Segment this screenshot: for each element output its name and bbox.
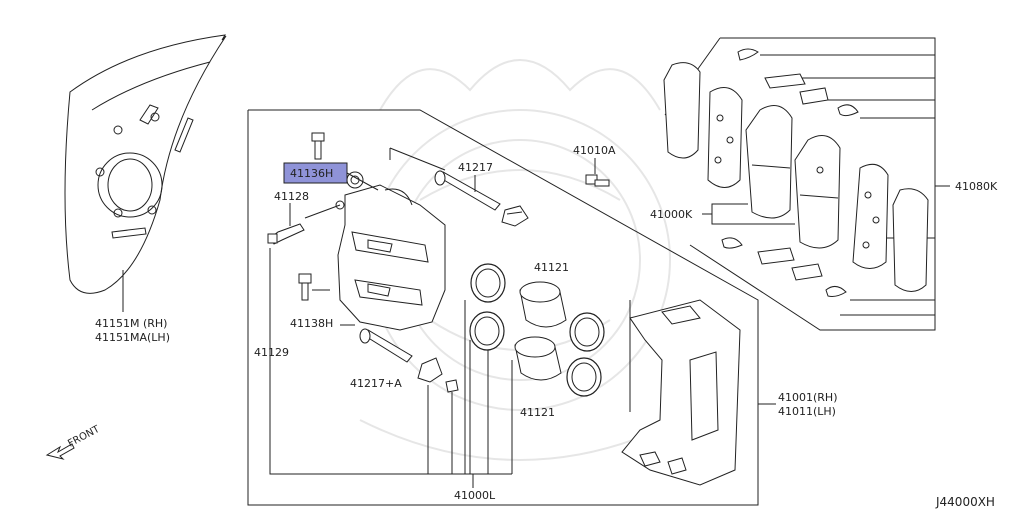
pad-retainer-top[interactable] [764,73,829,105]
caliper-body[interactable] [335,171,446,331]
guide-pin-upper[interactable] [434,170,529,227]
brake-pad-left[interactable] [745,105,793,219]
anti-rattle-clip-2[interactable] [837,104,859,117]
anti-rattle-clip-4[interactable] [825,286,847,297]
seal-ring-3[interactable] [569,312,605,352]
label-shield-lh: 41151MA(LH) [95,331,170,344]
pad-shim-outer-left[interactable] [663,62,701,159]
pad-shim-outer-right[interactable] [892,188,929,292]
label-pin-bolt: 41010A [573,144,616,157]
bolt-41136h[interactable] [311,132,325,160]
label-boot-group: 41129 [254,346,289,359]
anti-rattle-clip-1[interactable] [737,48,759,61]
piston-upper[interactable] [519,281,567,328]
label-caliper-rh: 41001(RH) [778,391,838,404]
label-pin-lower: 41217+A [350,377,402,390]
label-pad-set: 41000K [650,208,693,221]
pin-bolt-41010a[interactable] [585,174,610,187]
label-front: FRONT [66,423,102,449]
brake-pad-right[interactable] [794,135,841,249]
front-arrow-icon [45,443,75,460]
seal-ring-2[interactable] [469,311,505,351]
label-caliper-lh: 41011(LH) [778,405,836,418]
pad-retainer-bottom[interactable] [757,247,823,281]
bolt-41138h[interactable] [298,273,312,301]
caliper-bracket[interactable] [621,299,741,486]
pad-shim-inner-right[interactable] [852,163,889,269]
pad-kit-frame [689,37,936,331]
label-seal-kit: 41000L [454,489,496,502]
label-bleeder: 41128 [274,190,309,203]
splash-shield[interactable] [64,34,227,294]
bleeder-screw[interactable] [267,223,305,245]
piston-lower[interactable] [514,336,562,381]
seal-ring-1[interactable] [470,263,506,303]
assembly-frame [247,109,759,506]
label-pad-kit: 41080K [955,180,998,193]
label-pistons-bottom: 41121 [520,406,555,419]
label-pistons-top: 41121 [534,261,569,274]
pad-shim-inner-left[interactable] [707,87,743,188]
seal-ring-4[interactable] [566,357,602,397]
diagram-id: J44000XH [935,495,995,509]
guide-pin-lower[interactable] [359,328,459,393]
label-bolt-lower: 41138H [290,317,333,330]
anti-rattle-clip-3[interactable] [721,237,743,249]
label-pin-upper: 41217 [458,161,493,174]
label-bolt-highlight: 41136H [290,167,333,180]
label-shield-rh: 41151M (RH) [95,317,167,330]
